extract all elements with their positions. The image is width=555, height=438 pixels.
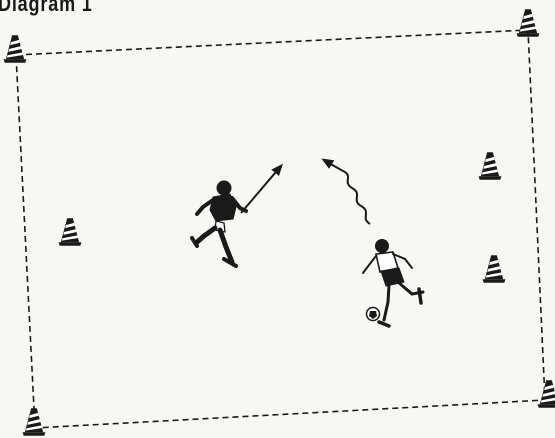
cone-icon-top-left [4,35,27,62]
cone-icon-left [59,218,82,245]
cone-icon-top-right [517,9,540,36]
field-boundary [16,30,545,428]
cone-icon-right-upper [479,152,502,179]
player-icon-attacker [192,181,246,266]
pass-arrow [241,166,281,213]
ball-icon [367,308,380,321]
cone-icon-right-lower [483,255,506,282]
cone-icon-bottom-right [538,380,555,407]
run-arrow [324,160,370,224]
cone-icon-bottom-left [23,408,46,435]
